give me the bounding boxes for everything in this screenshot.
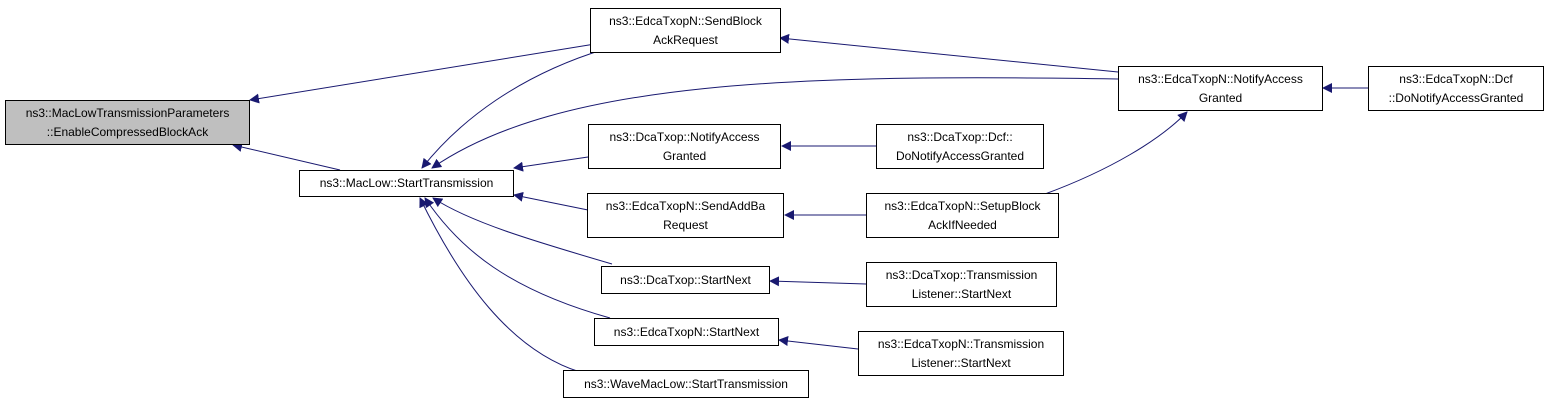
node-label-line2: Listener::StartNext: [911, 355, 1011, 370]
edge-edca-startnext-to-start: [424, 197, 611, 319]
node-label-line2: ::EnableCompressedBlockAck: [46, 124, 209, 139]
node-edca-transmission-listener-start-next[interactable]: ns3::EdcaTxopN::Transmission Listener::S…: [858, 331, 1064, 376]
node-dca-notify-access-granted[interactable]: ns3::DcaTxop::NotifyAccess Granted: [588, 124, 781, 169]
node-label-line2: DoNotifyAccessGranted: [895, 148, 1025, 163]
node-label-line1: ns3::EdcaTxopN::Transmission: [877, 336, 1045, 351]
node-dca-transmission-listener-start-next[interactable]: ns3::DcaTxop::Transmission Listener::Sta…: [866, 262, 1057, 307]
node-dca-dcf-do-notify-access-granted[interactable]: ns3::DcaTxop::Dcf:: DoNotifyAccessGrante…: [876, 124, 1044, 169]
edge-edca-notify-to-sendblock: [779, 33, 1119, 73]
node-label-line2: Listener::StartNext: [911, 286, 1012, 301]
node-label-line2: Granted: [1198, 90, 1243, 105]
edge-start-to-focus: [232, 142, 341, 171]
node-label-line1: ns3::DcaTxop::Dcf::: [907, 129, 1013, 144]
node-label-line2: AckRequest: [653, 32, 718, 47]
node-label-line1: ns3::EdcaTxopN::SetupBlock: [884, 198, 1041, 213]
node-edca-dcf-do-notify-access-granted[interactable]: ns3::EdcaTxopN::Dcf ::DoNotifyAccessGran…: [1368, 66, 1544, 111]
edge-sendblock-to-focus: [249, 43, 596, 104]
node-maclow-start-transmission[interactable]: ns3::MacLow::StartTransmission: [299, 170, 514, 197]
edge-setup-to-edca-notify: [1044, 111, 1188, 195]
node-edca-send-addba-request[interactable]: ns3::EdcaTxopN::SendAddBa Request: [587, 193, 784, 238]
node-label-line1: ns3::EdcaTxopN::StartNext: [613, 324, 760, 339]
node-label-line1: ns3::DcaTxop::NotifyAccess: [609, 129, 760, 144]
node-enable-compressed-block-ack: ns3::MacLowTransmissionParameters ::Enab…: [5, 100, 250, 145]
node-label-line1: ns3::WaveMacLow::StartTransmission: [584, 376, 788, 391]
node-label-line2: AckIfNeeded: [928, 217, 997, 232]
edge-sendblock-to-start: [421, 48, 606, 169]
edge-edca-notify-to-start: [431, 77, 1119, 169]
node-label-line2: ::DoNotifyAccessGranted: [1388, 90, 1524, 105]
node-label-line1: ns3::EdcaTxopN::SendAddBa: [605, 198, 766, 213]
node-edca-setup-block-ack-if-needed[interactable]: ns3::EdcaTxopN::SetupBlock AckIfNeeded: [866, 193, 1059, 238]
edge-dca-tl-to-dca-startnext: [769, 276, 867, 287]
node-label-line1: ns3::EdcaTxopN::SendBlock: [609, 13, 762, 28]
node-edca-send-block-ack-request[interactable]: ns3::EdcaTxopN::SendBlock AckRequest: [590, 8, 781, 53]
edge-edca-tl-to-edca-startnext: [778, 336, 859, 350]
edge-dca-startnext-to-start: [432, 197, 613, 265]
node-label-line1: ns3::DcaTxop::StartNext: [620, 272, 751, 287]
node-label-line1: ns3::MacLowTransmissionParameters: [25, 105, 230, 120]
node-label-line1: ns3::MacLow::StartTransmission: [319, 176, 494, 190]
edge-wave-to-start: [419, 197, 581, 373]
node-label-line1: ns3::EdcaTxopN::NotifyAccess: [1138, 71, 1303, 86]
node-dca-start-next[interactable]: ns3::DcaTxop::StartNext: [601, 266, 770, 294]
node-label-line2: Granted: [662, 148, 707, 163]
node-edca-start-next[interactable]: ns3::EdcaTxopN::StartNext: [594, 318, 779, 346]
node-label-line1: ns3::EdcaTxopN::Dcf: [1399, 71, 1513, 86]
edge-dca-notify-to-start: [513, 156, 589, 172]
edge-addba-to-start: [513, 191, 589, 211]
node-wave-maclow-start-transmission[interactable]: ns3::WaveMacLow::StartTransmission: [563, 370, 809, 398]
node-label-line1: ns3::DcaTxop::Transmission: [885, 267, 1038, 282]
node-label-line2: Request: [663, 217, 708, 232]
node-edca-notify-access-granted[interactable]: ns3::EdcaTxopN::NotifyAccess Granted: [1118, 66, 1323, 111]
